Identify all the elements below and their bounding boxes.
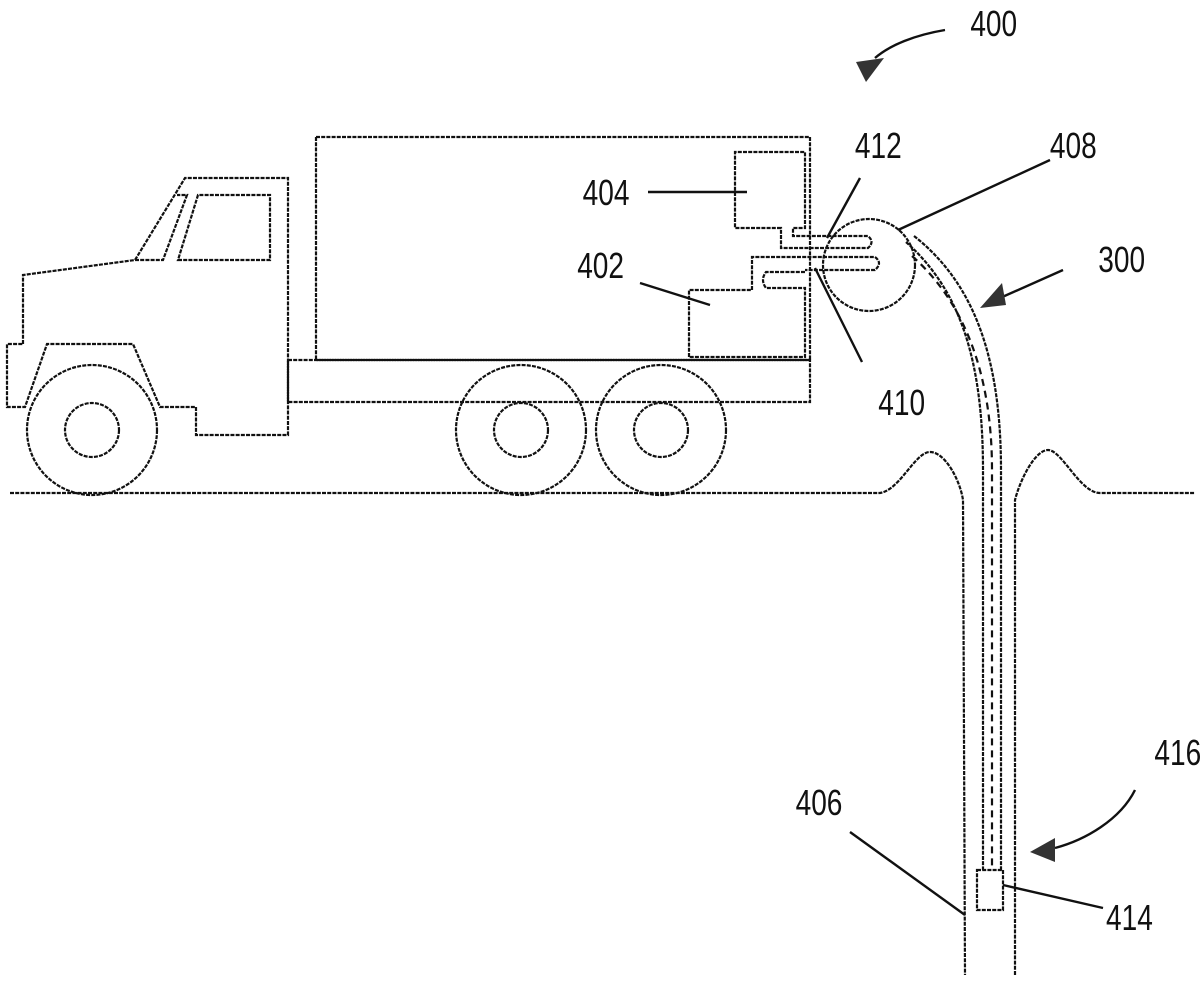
rear-hub-2 — [632, 401, 690, 459]
leader-408 — [897, 158, 1051, 232]
arrow-416 — [1054, 789, 1137, 850]
reel-408 — [821, 217, 917, 313]
label-404: 404 — [583, 173, 630, 213]
truck-chassis — [286, 358, 812, 404]
ground-surface — [10, 448, 1195, 976]
arrowhead-400-icon — [856, 58, 884, 82]
label-408: 408 — [1050, 126, 1097, 166]
rear-hub-1 — [492, 401, 550, 459]
arrow-300 — [999, 268, 1064, 300]
arrowhead-416-icon — [1030, 838, 1055, 862]
leader-414 — [1002, 883, 1104, 910]
truck-box — [314, 135, 812, 362]
label-416: 416 — [1154, 733, 1200, 773]
controller-404 — [733, 150, 873, 250]
arrowhead-300-icon — [980, 283, 1006, 308]
leader-402 — [639, 281, 711, 307]
label-402: 402 — [577, 246, 624, 286]
rear-wheel-1 — [454, 363, 588, 497]
coiled-tubing-outer — [913, 235, 1003, 870]
cab-window — [176, 193, 272, 262]
rear-wheel-2 — [594, 363, 728, 497]
windshield — [135, 193, 189, 262]
arrow-400 — [874, 28, 946, 59]
leader-410 — [813, 267, 864, 363]
front-wheel — [25, 363, 159, 497]
coiled-tubing-inner — [911, 255, 994, 870]
front-hub — [63, 401, 121, 459]
tool-414 — [975, 868, 1005, 912]
coiled-tubing-300 — [905, 241, 985, 870]
truck-cab — [5, 176, 290, 437]
label-414: 414 — [1106, 898, 1153, 938]
label-300: 300 — [1098, 240, 1145, 280]
truck — [5, 135, 812, 497]
leader-406 — [849, 831, 966, 916]
label-406: 406 — [796, 783, 843, 823]
leader-412 — [825, 177, 862, 239]
label-400: 400 — [970, 4, 1017, 44]
label-410: 410 — [878, 383, 925, 423]
pump-402 — [687, 255, 881, 359]
label-412: 412 — [855, 126, 902, 166]
